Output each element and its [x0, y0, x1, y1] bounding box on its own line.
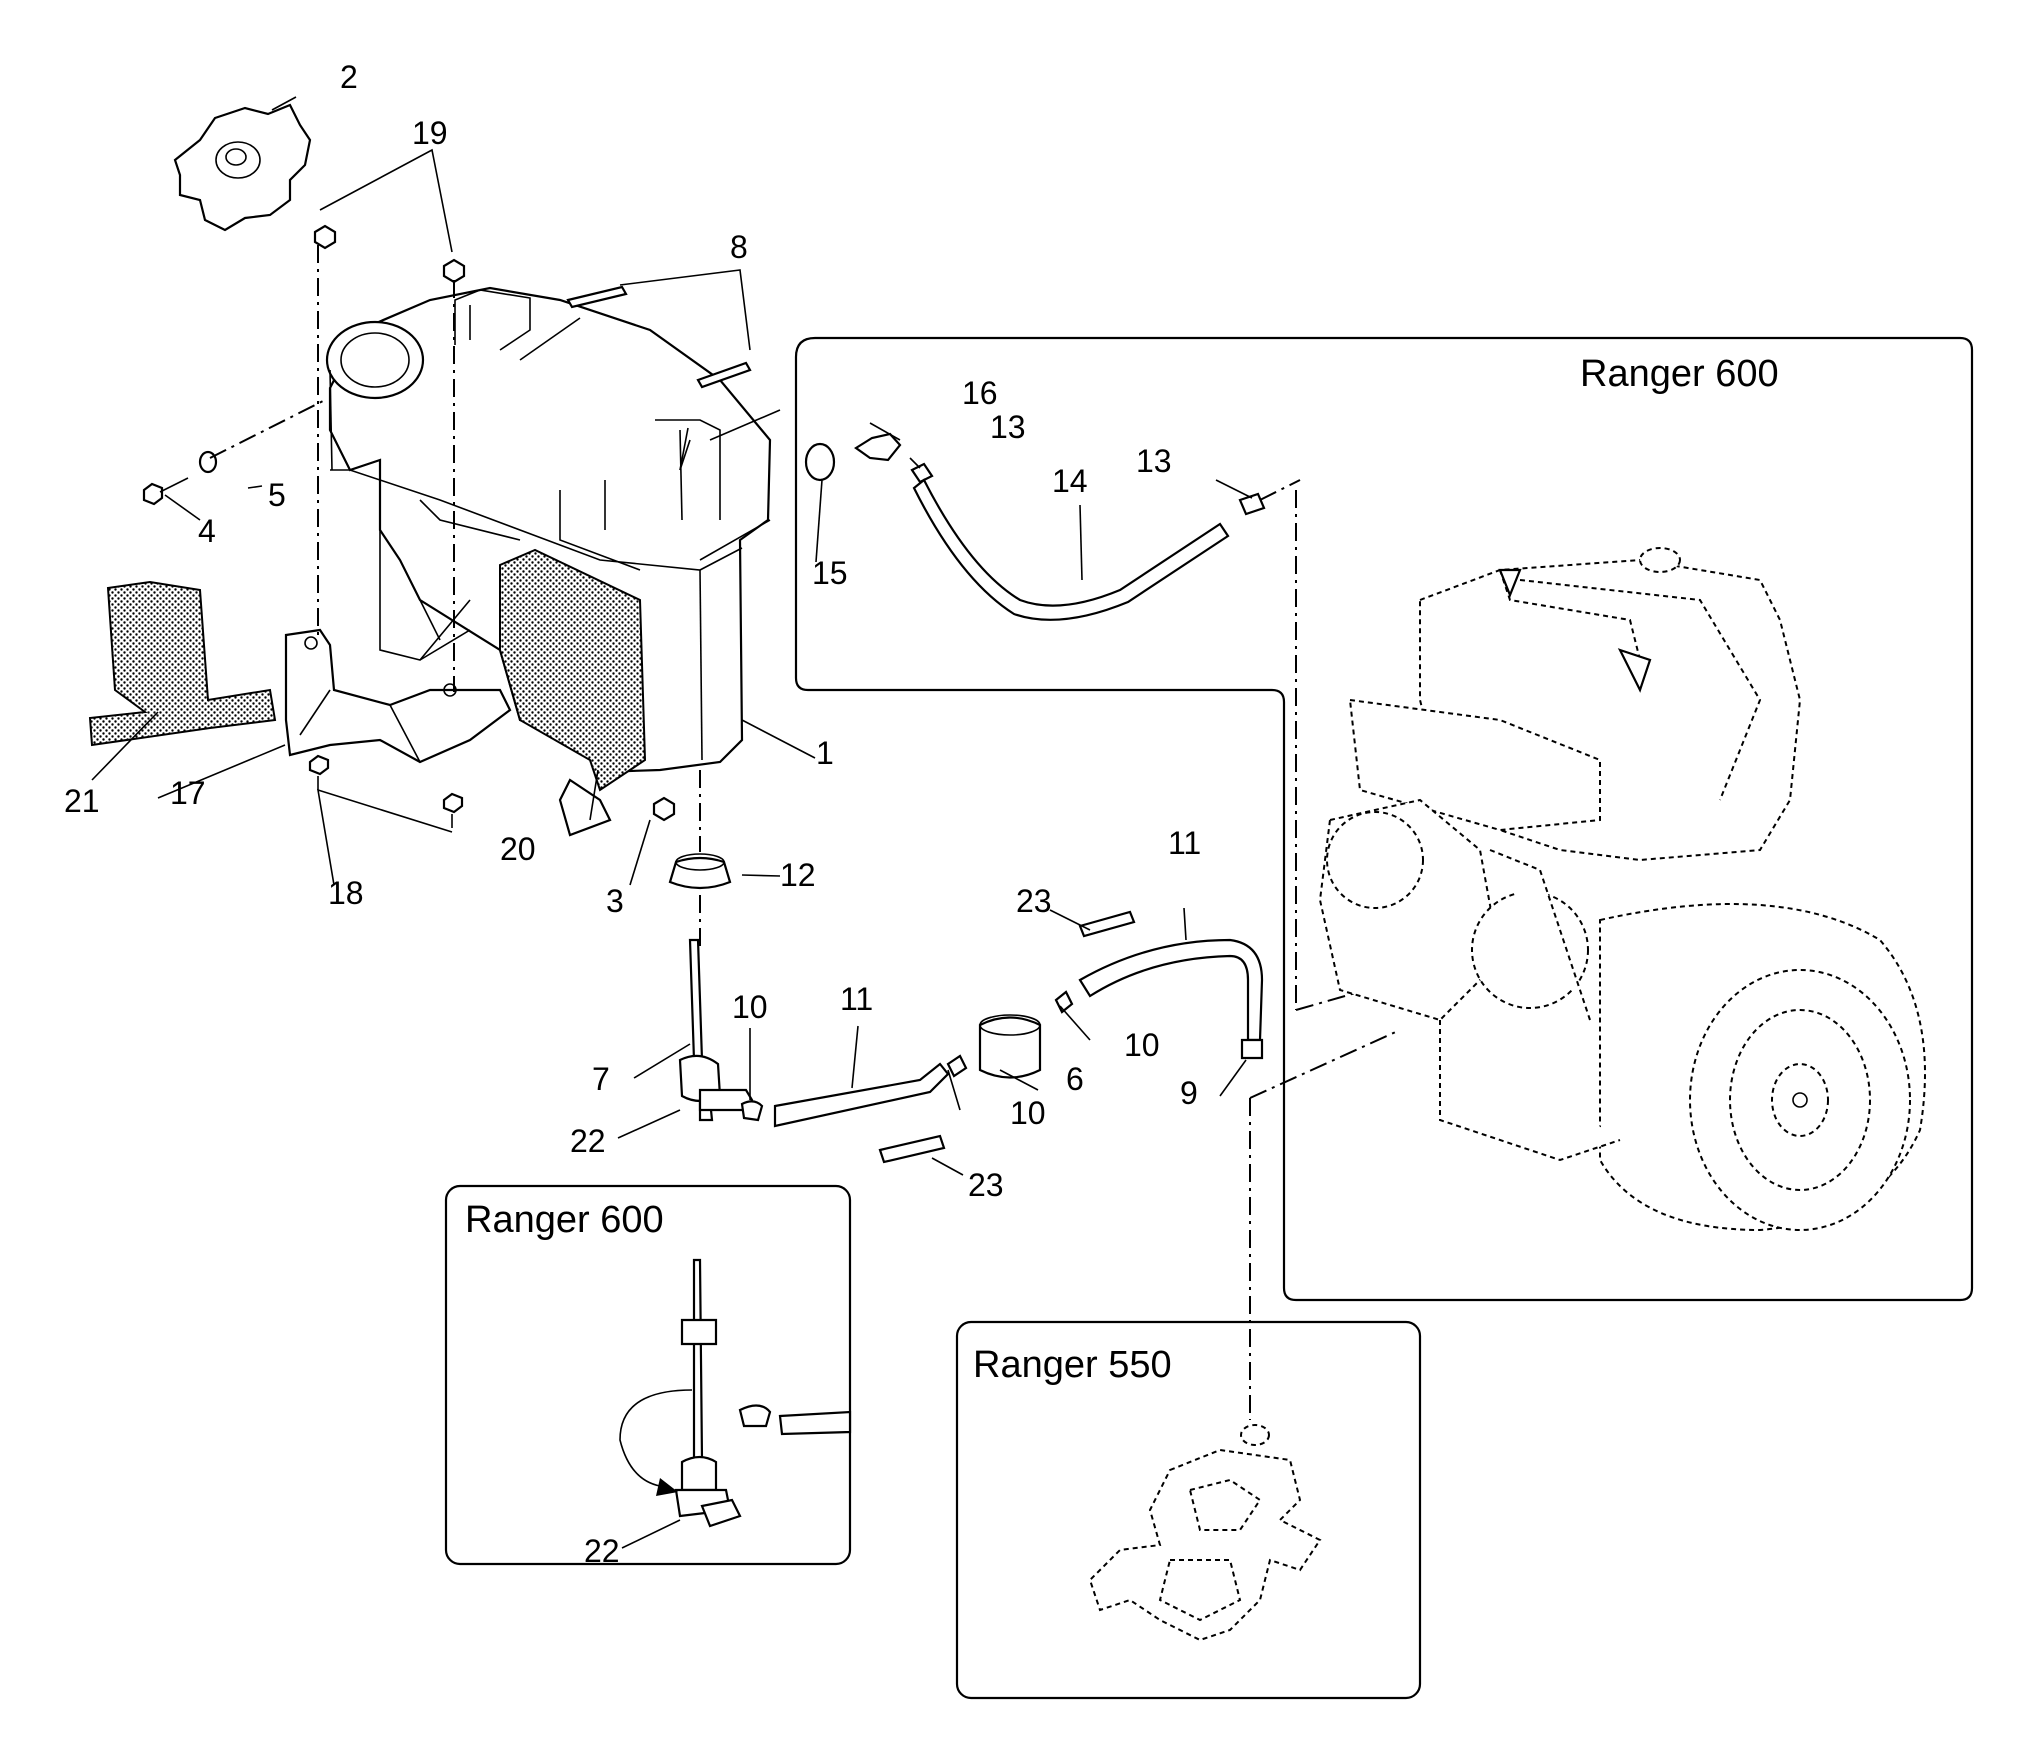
callout-11-right: 11 [1168, 825, 1201, 861]
callout-23-bottom: 23 [968, 1167, 1004, 1203]
callout-10-mid: 10 [1010, 1095, 1046, 1131]
ranger-600-engine-title: Ranger 600 [1580, 353, 1779, 395]
leader-lines [91, 96, 1253, 1549]
ranger-550-inset-frame [955, 1320, 1422, 1700]
callout-9: 9 [1180, 1075, 1198, 1111]
fuel-valve-ranger-600 [619, 1258, 852, 1528]
carburetor-ranger-550 [1088, 1424, 1322, 1642]
fuel-cap [173, 103, 312, 232]
callouts: 2 19 8 5 4 16 13 13 14 15 1 17 21 20 18 … [64, 59, 1201, 1569]
callout-7: 7 [592, 1061, 610, 1097]
callout-22-top: 22 [570, 1123, 606, 1159]
ranger-600-valve-inset-frame [444, 1184, 852, 1566]
callout-8: 8 [730, 229, 748, 265]
fuel-tank [325, 286, 781, 837]
callout-10-right: 10 [1124, 1027, 1160, 1063]
ranger-550-title: Ranger 550 [973, 1344, 1172, 1386]
callout-12: 12 [780, 857, 816, 893]
alignment-lines [209, 245, 1409, 1420]
callout-10-left: 10 [732, 989, 768, 1025]
callout-18: 18 [328, 875, 364, 911]
ranger-600-engine-frame [794, 336, 1974, 1302]
callout-19: 19 [412, 115, 448, 151]
callout-2: 2 [340, 59, 358, 95]
ranger-600-valve-title: Ranger 600 [465, 1199, 664, 1241]
callout-13-left: 13 [990, 409, 1026, 445]
engine-ranger-600 [1318, 547, 1926, 1232]
callout-14: 14 [1052, 463, 1088, 499]
callout-6: 6 [1066, 1061, 1084, 1097]
callout-23-top: 23 [1016, 883, 1052, 919]
vent-strips [519, 285, 752, 471]
callout-3: 3 [606, 883, 624, 919]
fuel-line-assembly [678, 910, 1264, 1164]
callout-5: 5 [268, 477, 286, 513]
callout-13-right: 13 [1136, 443, 1172, 479]
callout-22-inset: 22 [584, 1533, 620, 1569]
floor-heat-shield [88, 580, 277, 747]
callout-11-left: 11 [840, 981, 873, 1017]
callout-17: 17 [170, 775, 206, 811]
tank-bracket [284, 628, 512, 764]
callout-1: 1 [816, 735, 834, 771]
vent-hose-assembly [804, 432, 1266, 621]
callout-21: 21 [64, 783, 100, 819]
callout-20: 20 [500, 831, 536, 867]
callout-15: 15 [812, 555, 848, 591]
callout-16: 16 [962, 375, 998, 411]
tank-heat-shield [499, 548, 647, 792]
callout-4: 4 [198, 513, 216, 549]
